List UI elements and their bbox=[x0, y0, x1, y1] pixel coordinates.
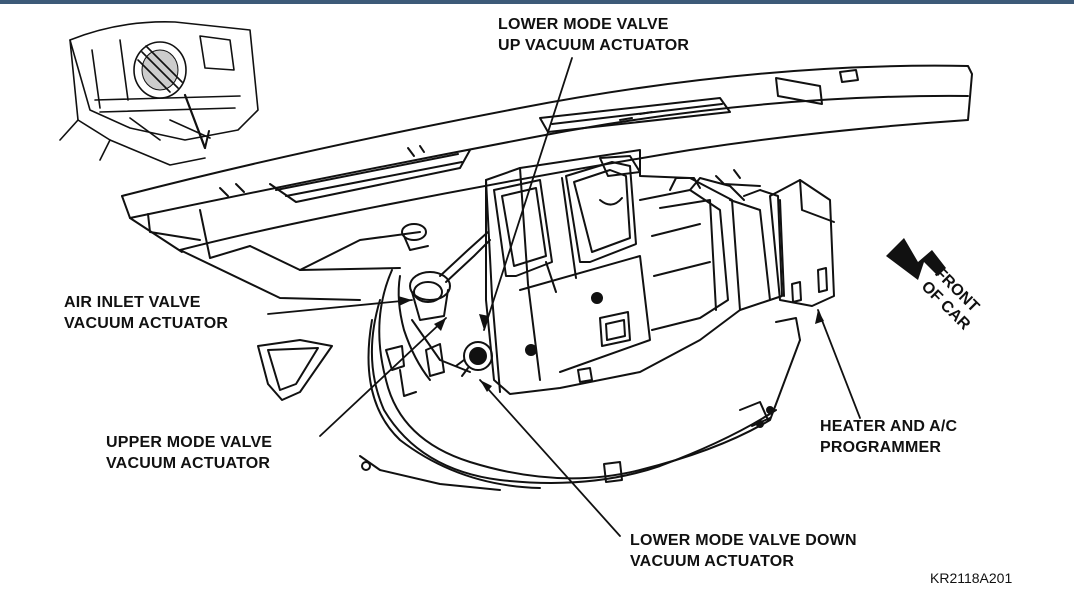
label-lower-mode-up-actuator: LOWER MODE VALVE UP VACUUM ACTUATOR bbox=[498, 14, 689, 56]
label-line: VACUUM ACTUATOR bbox=[630, 553, 795, 570]
lower-mode-actuator bbox=[455, 341, 493, 377]
leader-lower-up bbox=[483, 57, 573, 331]
leader-upper-mode bbox=[319, 317, 447, 437]
label-line: VACUUM ACTUATOR bbox=[106, 455, 271, 472]
label-heater-ac-programmer: HEATER AND A/C PROGRAMMER bbox=[820, 416, 957, 458]
left-vent bbox=[257, 339, 333, 401]
label-line: HEATER AND A/C bbox=[820, 418, 958, 435]
label-air-inlet-actuator: AIR INLET VALVE VACUUM ACTUATOR bbox=[64, 292, 228, 334]
front-arrow-icon bbox=[886, 238, 946, 280]
label-line: VACUUM ACTUATOR bbox=[64, 315, 229, 332]
leader-lower-down bbox=[479, 379, 621, 537]
window-top-bar bbox=[0, 0, 1074, 4]
label-line: UPPER MODE VALVE bbox=[106, 434, 273, 451]
dashboard-shell bbox=[121, 64, 973, 301]
label-line: LOWER MODE VALVE bbox=[498, 16, 669, 33]
label-line: UP VACUUM ACTUATOR bbox=[498, 37, 690, 54]
figure-code: KR2118A201 bbox=[930, 570, 1013, 586]
vacuum-harness bbox=[359, 269, 801, 491]
air-inlet-actuator bbox=[409, 231, 491, 321]
hvac-case bbox=[485, 149, 783, 395]
label-line: AIR INLET VALVE bbox=[64, 294, 201, 311]
label-line: PROGRAMMER bbox=[820, 439, 942, 456]
label-lower-mode-down-actuator: LOWER MODE VALVE DOWN VACUUM ACTUATOR bbox=[630, 530, 857, 572]
car-interior-inset bbox=[59, 21, 259, 166]
label-line: LOWER MODE VALVE DOWN bbox=[630, 532, 857, 549]
leader-lines bbox=[267, 57, 861, 537]
leader-arrowheads bbox=[398, 296, 824, 392]
programmer-unit bbox=[715, 169, 835, 307]
label-upper-mode-actuator: UPPER MODE VALVE VACUUM ACTUATOR bbox=[106, 432, 272, 474]
leader-programmer bbox=[817, 309, 861, 419]
upper-mode-actuator bbox=[401, 223, 429, 251]
leader-air-inlet bbox=[267, 299, 413, 315]
